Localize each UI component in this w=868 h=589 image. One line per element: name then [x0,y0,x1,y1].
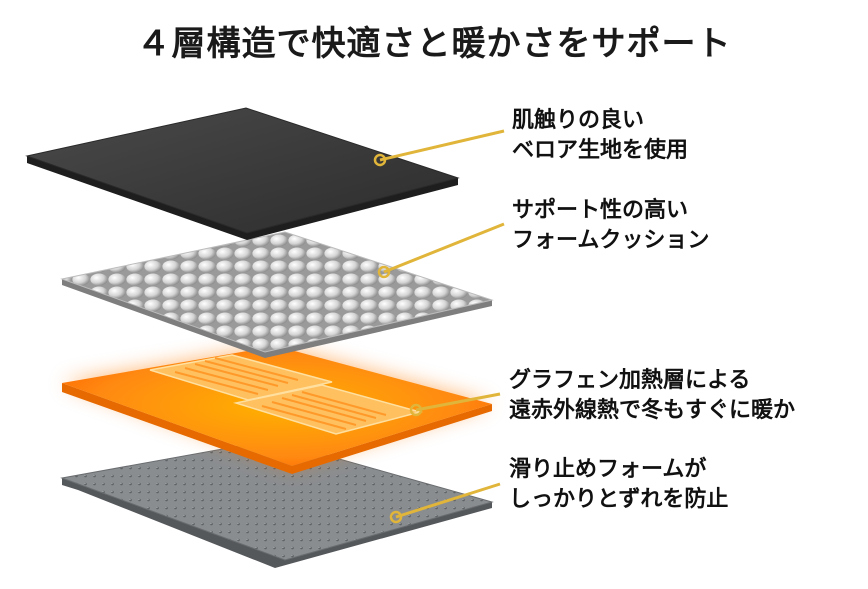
label-nonslip: 滑り止めフォームが しっかりとずれを防止 [509,455,728,515]
nonslip-layer [60,439,494,568]
heating-element-1 [149,354,333,401]
label-velour-line1: 肌触りの良い [512,108,645,133]
label-foam-line2: フォームクッション [512,228,710,253]
callout-foam [377,222,505,279]
callout-nonslip [389,482,501,524]
label-heater-line2: 遠赤外線熱で冬もすぐに暖か [509,398,796,423]
label-heater: グラフェン加熱層による 遠赤外線熱で冬もすぐに暖か [509,366,795,426]
label-nonslip-line2: しっかりとずれを防止 [509,487,729,512]
label-velour-line2: ベロア生地を使用 [512,138,689,163]
foam-layer [60,231,494,358]
label-nonslip-line1: 滑り止めフォームが [509,457,707,482]
label-foam: サポート性の高い フォームクッション [512,196,709,256]
label-velour: 肌触りの良い ベロア生地を使用 [512,106,688,166]
callout-velour [373,129,505,167]
velour-layer [25,107,460,240]
callout-heater [409,392,501,417]
heater-layer [62,346,492,474]
page-title: ４層構造で快適さと暖かさをサポート [136,24,732,64]
label-foam-line1: サポート性の高い [512,198,689,223]
label-heater-line1: グラフェン加熱層による [509,368,751,393]
